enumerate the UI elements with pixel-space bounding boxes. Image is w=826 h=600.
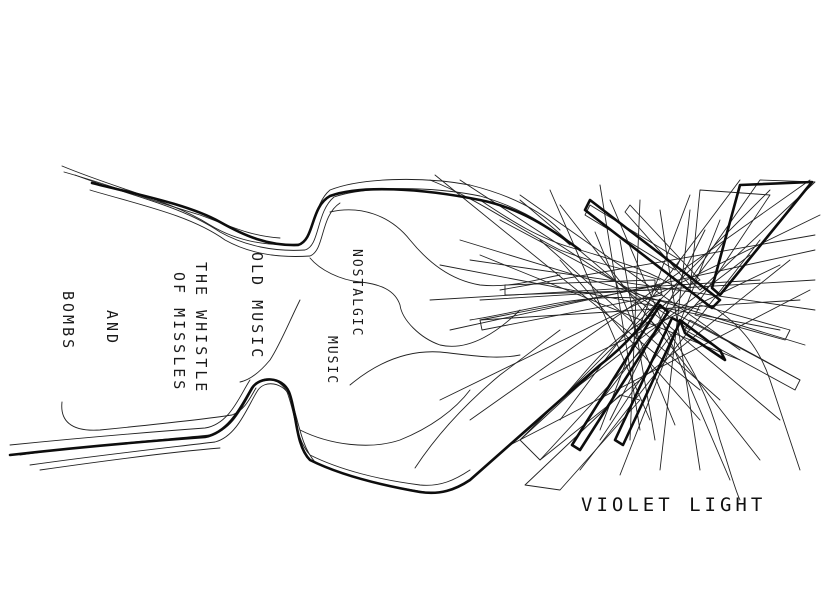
burst-strip: [624, 204, 701, 286]
burst-strip: [524, 394, 641, 491]
head-outline-2: [74, 174, 571, 251]
burst-strip: [684, 319, 801, 391]
head-outline-5: [329, 209, 561, 287]
text-of-missles: OF MISSLES: [170, 272, 188, 393]
burst-line: [609, 199, 731, 481]
burst-strand: [469, 297, 701, 321]
head-outline-3: [89, 189, 341, 257]
burst-line: [559, 259, 701, 421]
burst-line: [559, 254, 751, 401]
bold-burst-line: [710, 180, 814, 297]
burst-line: [619, 219, 721, 476]
head-outline-6: [239, 299, 301, 383]
burst-line: [469, 259, 816, 311]
burst-line: [479, 299, 801, 321]
burst-line: [479, 254, 741, 361]
head-outline-8: [299, 389, 471, 446]
burst-strip: [584, 204, 681, 271]
burst-line: [519, 194, 741, 351]
burst-strand: [699, 299, 801, 471]
text-music: MUSIC: [324, 336, 339, 386]
neck-outline-1: [19, 378, 471, 486]
burst-strand: [599, 299, 701, 441]
head-outline-10: [414, 329, 561, 469]
burst-strip: [479, 284, 663, 331]
burst-strip: [694, 304, 791, 341]
burst-line: [609, 229, 706, 421]
burst-line: [659, 209, 701, 471]
head-outline-9: [63, 171, 281, 239]
burst-strand: [559, 289, 681, 401]
burst-line: [594, 231, 676, 426]
burst-line: [429, 279, 761, 301]
burst-line: [559, 204, 761, 461]
burst-line: [659, 209, 691, 471]
bold-burst-line: [583, 198, 722, 310]
neck-outline-5: [39, 447, 221, 471]
bold-burst-line: [570, 303, 670, 452]
bold-burst-line: [678, 318, 727, 362]
burst-strand: [429, 179, 661, 281]
head-outline-7: [349, 351, 521, 386]
head-outline-4: [309, 257, 521, 347]
neck-outline-3: [9, 379, 251, 446]
burst-line: [539, 259, 791, 461]
bold-head-line: [90, 181, 582, 252]
burst-strip: [504, 279, 656, 296]
burst-strip: [689, 179, 816, 291]
text-and: AND: [103, 310, 121, 347]
text-the-whistle: THE WHISTLE: [192, 262, 210, 395]
burst-line: [499, 219, 801, 381]
burst-strand: [659, 319, 741, 501]
burst-line: [539, 239, 721, 401]
bold-neck-line: [8, 298, 662, 495]
neck-outline-4: [61, 387, 257, 431]
text-bombs: BOMBS: [59, 291, 77, 352]
caption-violet-light: VIOLET LIGHT: [581, 494, 767, 516]
text-nostalgic: NOSTALGIC: [349, 249, 364, 338]
burst-line: [439, 214, 821, 401]
head-outline-1: [61, 165, 561, 246]
text-old-music: OLD MUSIC: [248, 252, 266, 361]
burst-line: [459, 239, 806, 346]
